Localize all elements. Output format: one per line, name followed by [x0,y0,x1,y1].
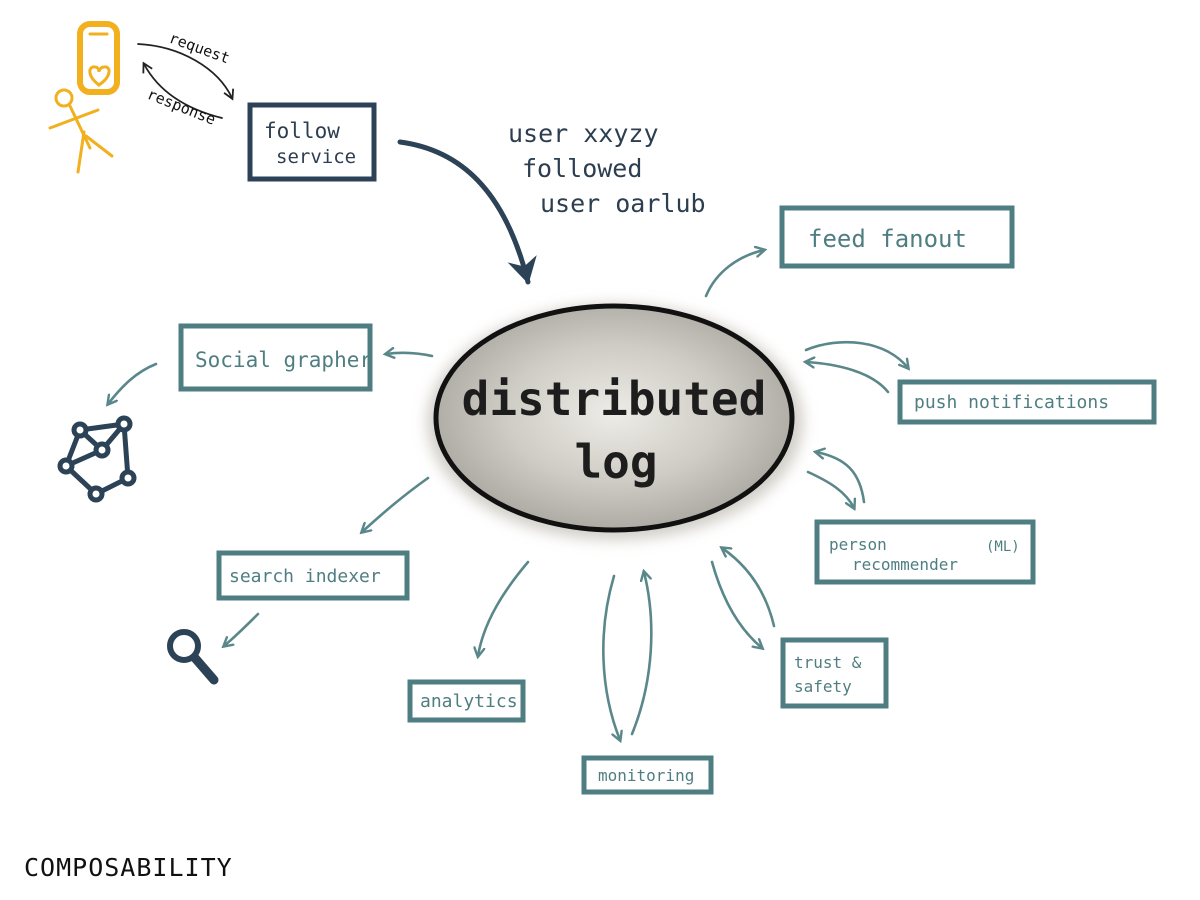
stick-figure-icon [48,88,114,174]
follow-to-log-arrow [397,139,537,285]
footer-title: COMPOSABILITY [24,853,233,882]
log-to-social-grapher-arrow [386,353,434,356]
message-line1: user xxyzy [508,119,659,148]
search-indexer-label: search indexer [229,566,381,587]
follow-service-label-line2: service [276,146,356,168]
log-to-feed-fanout-arrow [704,250,764,298]
analytics-box [407,679,526,723]
response-label: response [145,85,219,129]
heart-icon [88,65,111,87]
log-to-monitoring-arrow [602,574,620,740]
feed-fanout-label: feed fanout [808,225,967,253]
analytics-label: analytics [420,691,518,712]
log-to-person-recommender-arrow [806,470,854,508]
social-grapher-box [178,323,373,392]
log-to-push-arrow [804,340,908,368]
log-to-analytics-arrow [478,560,530,656]
message-line3: user oarlub [540,189,706,218]
request-arrow [137,43,235,101]
push-notifications-box [897,379,1157,425]
log-to-trust-safety-arrow [710,560,762,648]
person-recommender-label-line1: person [829,535,887,554]
search-indexer-to-magnifier-arrow [224,612,260,646]
distributed-log-label-line1: distributed [462,372,767,426]
response-arrow [142,61,223,119]
social-grapher-label: Social grapher [195,348,372,372]
follow-service-box [247,102,377,182]
person-recommender-label-line2: recommender [852,555,958,574]
person-recommender-to-log-arrow [816,452,866,504]
search-indexer-box [216,550,410,601]
trust-safety-label-line2: safety [794,677,852,696]
monitoring-label: monitoring [598,766,694,785]
distributed-log-label-line2: log [574,435,657,489]
push-notifications-label: push notifications [914,392,1109,413]
monitoring-box [581,755,714,795]
feed-fanout-box [779,205,1015,269]
person-recommender-tag: (ML) [986,539,1020,555]
person-recommender-box [814,519,1036,585]
log-to-search-indexer-arrow [362,476,430,532]
request-label: request [167,29,233,68]
distributed-log-ellipse [433,303,795,533]
social-grapher-to-graph-arrow [108,362,158,404]
push-to-log-arrow [806,362,890,394]
phone-icon [77,21,120,95]
trust-safety-box [780,637,889,709]
graph-network-icon [57,415,137,503]
follow-service-label-line1: follow [264,119,340,143]
trust-safety-to-log-arrow [722,548,776,628]
trust-safety-label-line1: trust & [794,653,862,672]
message-line2: followed [522,154,642,183]
monitoring-to-log-arrow [630,572,653,736]
magnifier-icon [167,629,219,685]
